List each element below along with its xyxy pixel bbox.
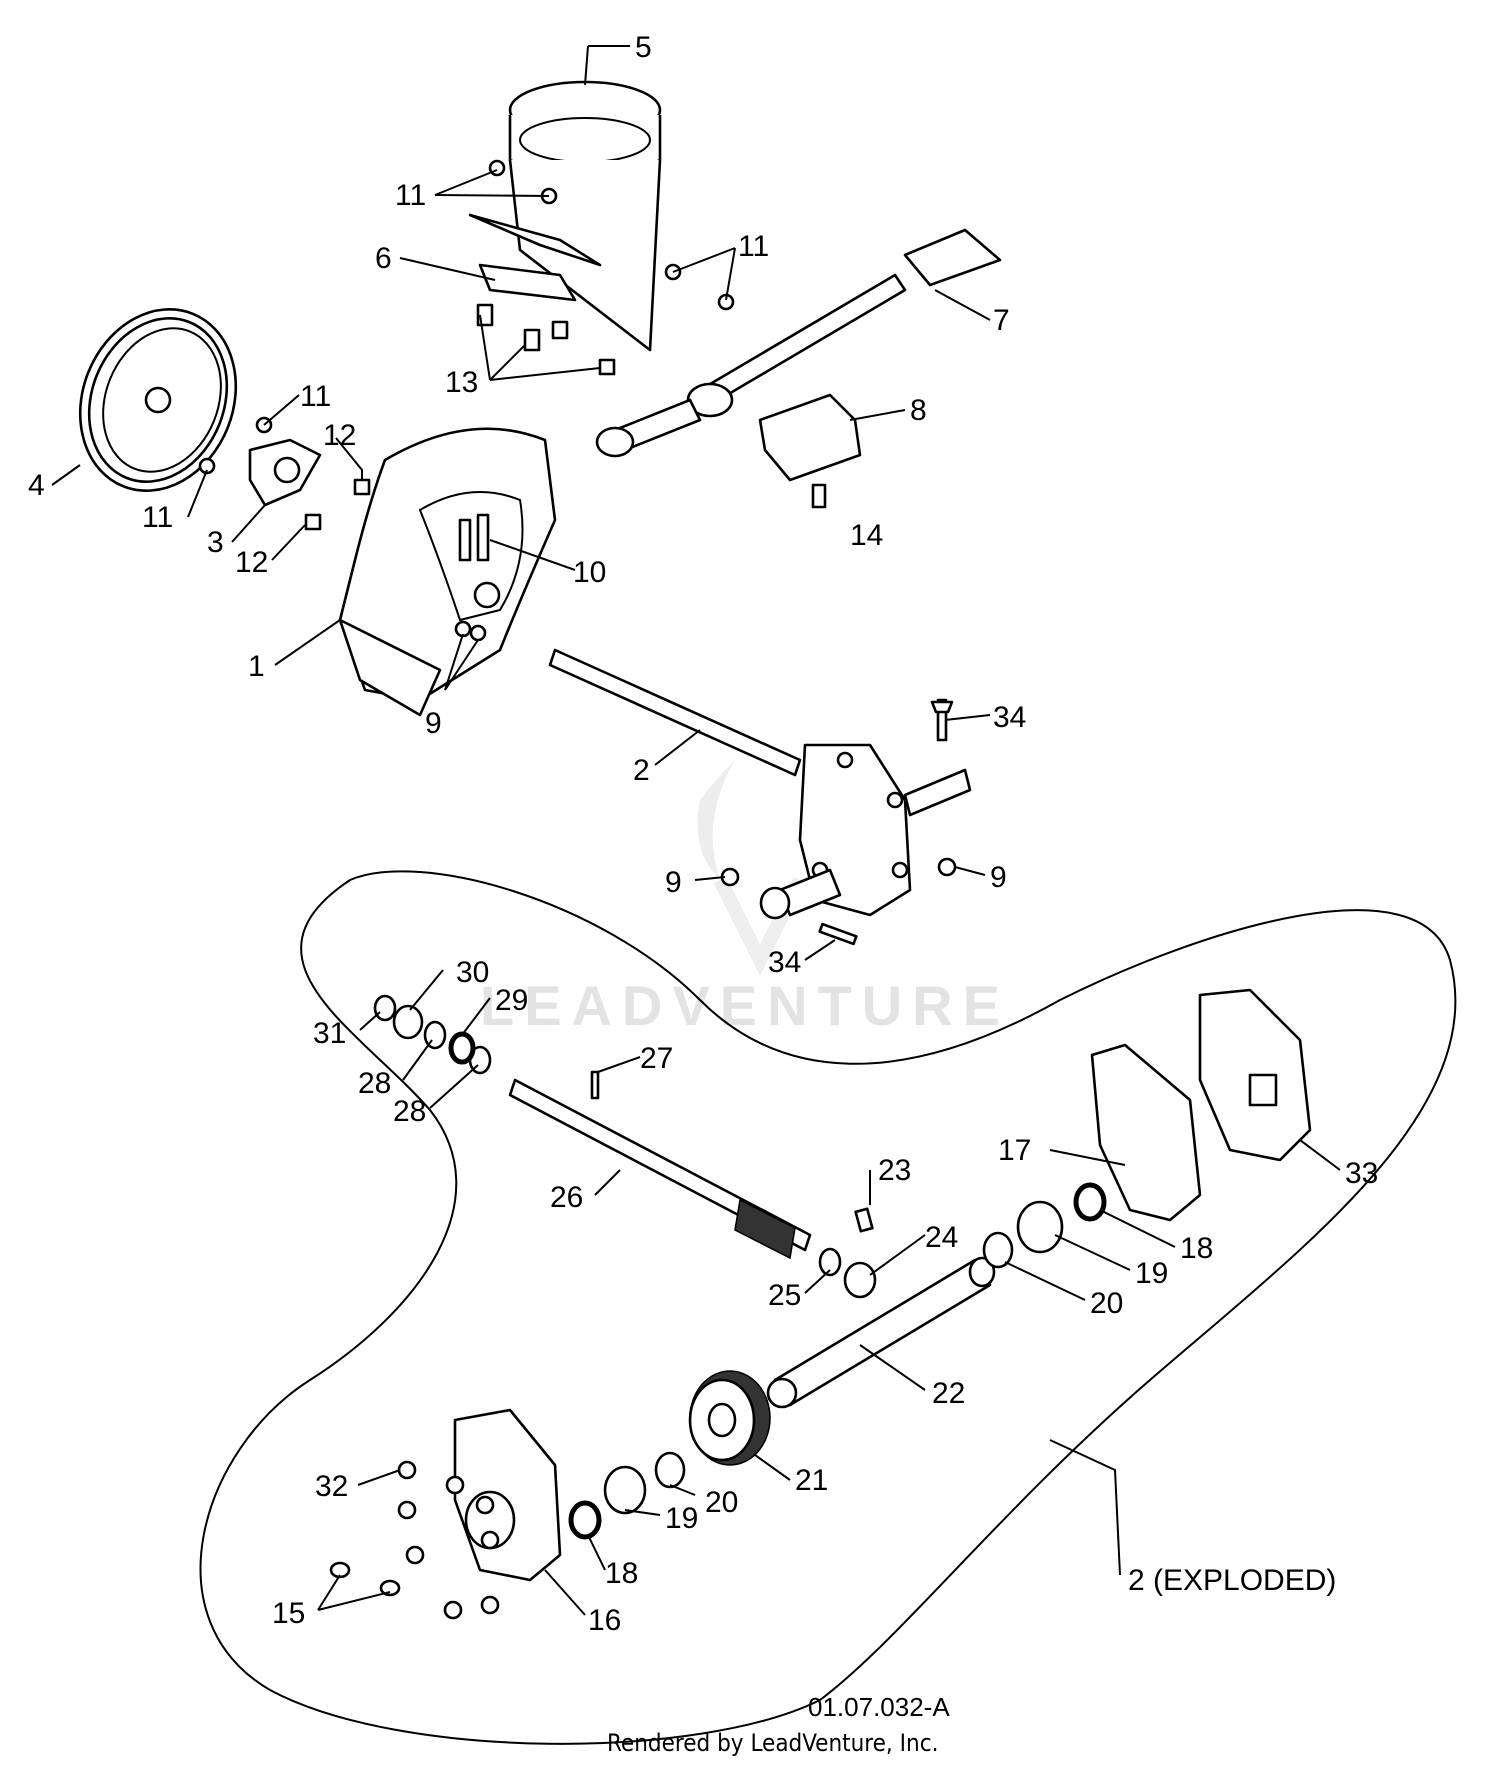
label-7: 7	[993, 304, 1010, 337]
part-27-pin	[590, 1070, 600, 1100]
label-28-bottom: 28	[393, 1095, 426, 1128]
label-29: 29	[495, 984, 528, 1017]
label-12-top: 12	[323, 419, 356, 452]
label-9-top: 9	[425, 707, 442, 740]
part-23-key	[854, 1207, 874, 1233]
callout-labels: 5 11 11 6 7 13 8 11 12 4 11 3 12 14 10 1…	[28, 31, 1378, 1637]
part-33-cover	[1198, 988, 1312, 1162]
part-32-bolts	[397, 1460, 500, 1620]
label-2: 2	[633, 754, 650, 787]
part-20-washers	[654, 1231, 1014, 1489]
label-6: 6	[375, 242, 392, 275]
label-23: 23	[878, 1154, 911, 1187]
label-12-bottom: 12	[235, 546, 268, 579]
label-11-left: 11	[142, 501, 173, 534]
label-20-right: 20	[1090, 1287, 1123, 1320]
part-9-nuts	[454, 620, 957, 887]
label-26: 26	[550, 1181, 583, 1214]
label-34-bottom: 34	[768, 946, 801, 979]
label-1: 1	[248, 650, 265, 683]
render-credit: Rendered by LeadVenture, Inc.	[607, 1729, 938, 1757]
label-11-top: 11	[395, 179, 426, 212]
part-3-bearing	[248, 438, 322, 507]
part-31-ring	[373, 994, 397, 1022]
watermark-text: LEADVENTURE	[480, 974, 1010, 1037]
part-14-screw	[811, 483, 827, 509]
part-19-bushings	[603, 1200, 1064, 1515]
leader-lines	[51, 45, 1341, 1616]
part-1-housing	[338, 427, 557, 717]
label-4: 4	[28, 469, 45, 502]
label-17: 17	[998, 1134, 1031, 1167]
label-31: 31	[313, 1017, 346, 1050]
part-10-pins	[458, 513, 490, 562]
part-25-washer	[818, 1247, 842, 1277]
label-14: 14	[850, 519, 883, 552]
part-6-plate	[478, 263, 577, 302]
label-13: 13	[445, 366, 478, 399]
label-19-right: 19	[1135, 1257, 1168, 1290]
part-17-gasket	[1090, 1043, 1202, 1222]
label-25: 25	[768, 1279, 801, 1312]
label-2-exploded: 2 (EXPLODED)	[1128, 1564, 1336, 1597]
label-24: 24	[925, 1221, 958, 1254]
part-7-crank	[595, 228, 1002, 458]
label-9-left: 9	[665, 866, 682, 899]
label-22: 22	[932, 1377, 965, 1410]
label-3: 3	[207, 526, 224, 559]
label-34-top: 34	[993, 701, 1026, 734]
watermark-logo	[697, 760, 807, 976]
label-16: 16	[588, 1604, 621, 1637]
part-5-chute	[468, 80, 662, 352]
label-18-right: 18	[1180, 1232, 1213, 1265]
label-11-mid: 11	[300, 380, 331, 413]
label-19-left: 19	[665, 1502, 698, 1535]
part-8-bracket	[758, 393, 862, 482]
label-5: 5	[635, 31, 652, 64]
label-33: 33	[1345, 1157, 1378, 1190]
drawing-code: 01.07.032-A	[808, 1692, 950, 1722]
label-30: 30	[456, 956, 489, 989]
part-29-seal	[448, 1031, 476, 1065]
label-10: 10	[573, 556, 606, 589]
label-32: 32	[315, 1470, 348, 1503]
label-27: 27	[640, 1042, 673, 1075]
label-20-left: 20	[705, 1486, 738, 1519]
part-16-cover	[453, 1408, 562, 1582]
part-2-gearbox	[548, 648, 972, 920]
label-8: 8	[910, 394, 927, 427]
part-15-plugs	[329, 1561, 401, 1597]
label-11-right: 11	[738, 230, 769, 263]
label-18-left: 18	[605, 1557, 638, 1590]
exploded-view-outline	[199, 870, 1457, 1745]
part-30-bushing	[392, 1004, 424, 1040]
part-24-bushing	[843, 1261, 877, 1299]
part-26-worm-shaft	[508, 1078, 812, 1260]
part-4-pulley	[78, 308, 238, 492]
label-21: 21	[795, 1464, 828, 1497]
part-18-seals	[568, 1182, 1107, 1540]
part-21-gear	[688, 1370, 771, 1466]
label-28-top: 28	[358, 1067, 391, 1100]
label-15: 15	[272, 1597, 305, 1630]
part-22-output-shaft	[766, 1256, 996, 1409]
label-9-right: 9	[990, 861, 1007, 894]
